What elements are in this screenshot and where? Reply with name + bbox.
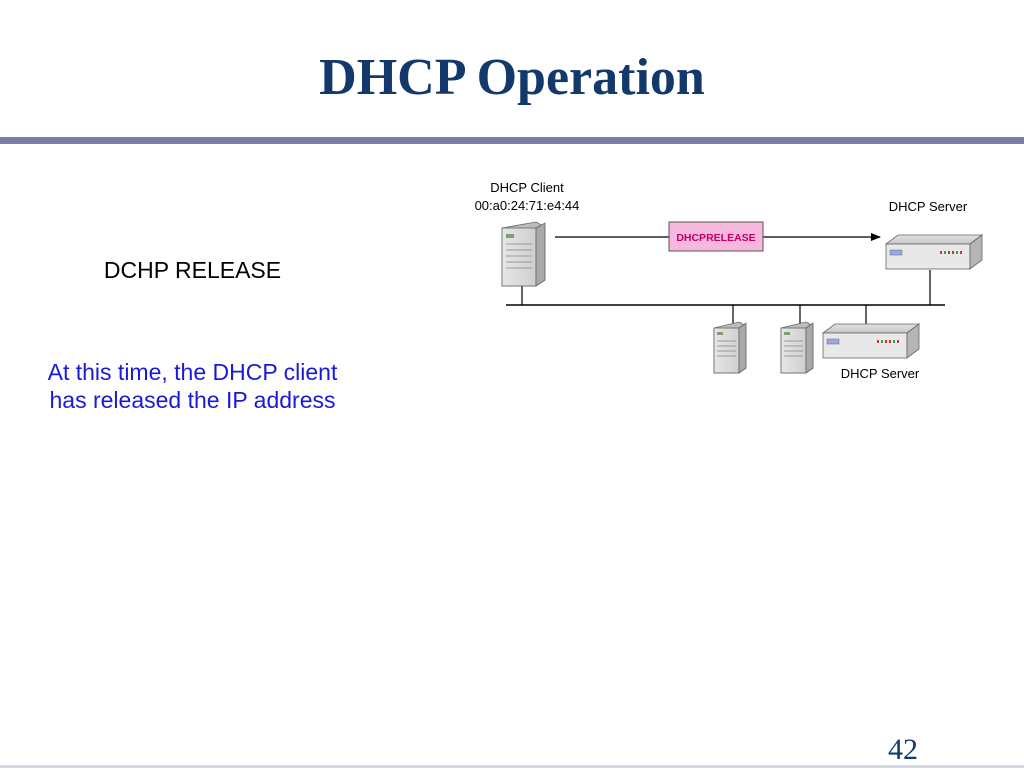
section-heading: DCHP RELEASE xyxy=(103,257,282,283)
slide-title: DHCP Operation xyxy=(319,49,705,106)
client-label: DHCP Client xyxy=(490,180,564,195)
server-label-bottom: DHCP Server xyxy=(841,366,920,381)
dhcprelease-message-label: DHCPRELEASE xyxy=(676,232,755,244)
description-text: At this time, the DHCP client has releas… xyxy=(47,359,338,413)
dhcp-server-bottom-icon xyxy=(821,323,921,359)
server-label-top: DHCP Server xyxy=(889,199,968,214)
client-mac-address: 00:a0:24:71:e4:44 xyxy=(475,198,580,213)
title-divider xyxy=(0,137,1024,144)
bottom-divider xyxy=(0,765,1024,768)
client-computer-icon xyxy=(501,221,546,287)
slide-number: 42 xyxy=(888,733,918,766)
host-computer-icon xyxy=(713,321,747,374)
host-computer-icon xyxy=(780,321,814,374)
dhcp-server-top-icon xyxy=(884,234,984,270)
dhcprelease-message-box xyxy=(668,221,764,252)
